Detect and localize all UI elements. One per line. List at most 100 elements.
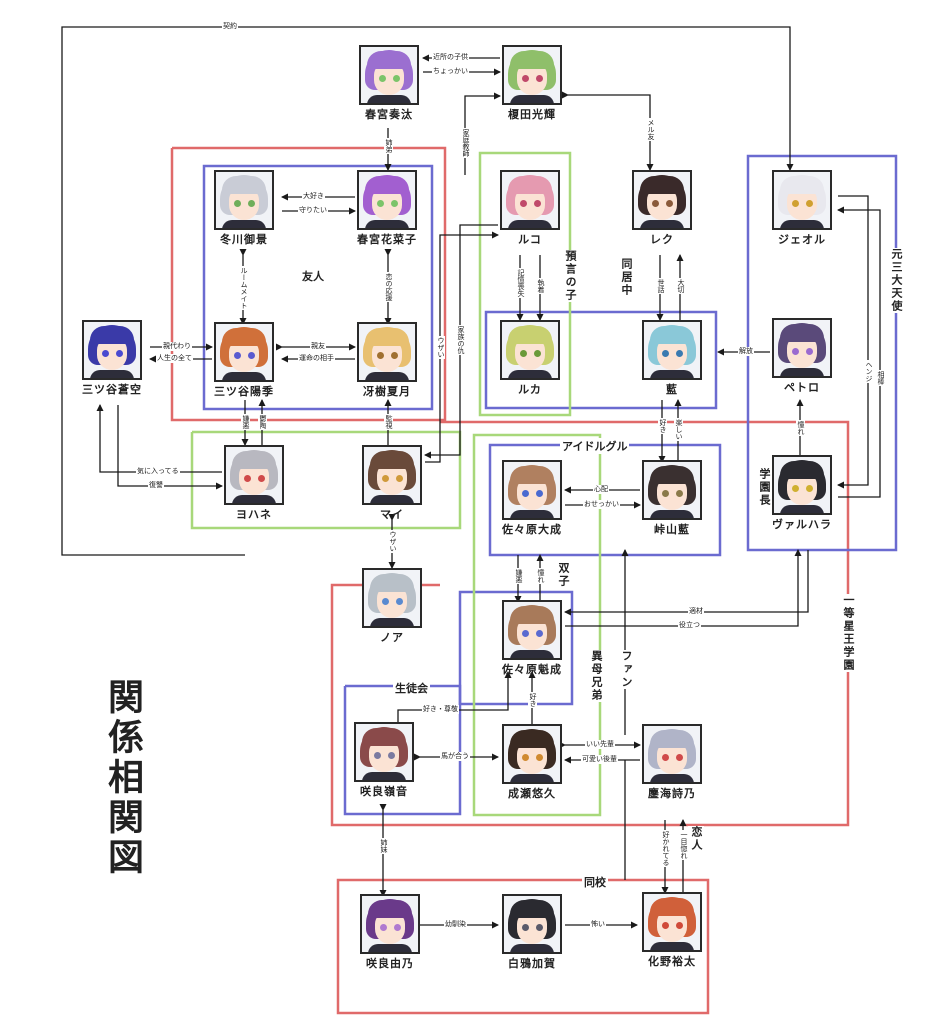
character-portrait — [502, 45, 562, 105]
character-ruka: ルカ — [498, 320, 562, 397]
character-name: ヴァルハラ — [772, 518, 832, 531]
label-kioku: 記憶喪失 — [516, 268, 525, 298]
label-kazoku: 家族の仇 — [456, 325, 465, 355]
group-label-ittou: 一等星王学園 — [840, 594, 856, 672]
character-name: 成瀬悠久 — [508, 787, 556, 800]
label-jinsei: 人生の全て — [156, 354, 193, 363]
character-kaga: 白鴉加賀 — [500, 894, 564, 971]
character-portrait — [362, 445, 422, 505]
character-portrait — [632, 170, 692, 230]
label-yakudatsu: 役立つ — [678, 621, 701, 630]
label-uragiri: ウザい — [436, 336, 445, 359]
label-roommate: ルームメイト — [239, 266, 248, 310]
label-shinpai: 心配 — [593, 485, 609, 494]
character-portrait — [642, 892, 702, 952]
character-portrait — [642, 724, 702, 784]
label-akogare: 憧れ — [796, 420, 805, 436]
character-name: 冴樹夏月 — [363, 385, 411, 398]
edge-mail — [562, 91, 654, 171]
label-kawaii: 可愛い後輩 — [581, 755, 618, 764]
character-portrait — [359, 45, 419, 105]
character-portrait — [214, 170, 274, 230]
character-portrait — [772, 318, 832, 378]
green-frame-halfbrothers — [472, 433, 602, 817]
character-jeol: ジェオル — [770, 170, 834, 247]
label-kinishiteru: 気に入ってる — [136, 467, 180, 476]
edge-souku-yohane-b — [117, 405, 223, 490]
label-kowai: 怖い — [590, 920, 606, 929]
group-label-ibo: 異母兄弟 — [588, 650, 604, 702]
blue-frame-friends — [202, 164, 434, 411]
character-name: ヨハネ — [236, 508, 272, 521]
character-name: 藍 — [666, 383, 678, 396]
label-imouto: 姉弟 — [384, 138, 393, 154]
label-koibito-ai: 好き・尊敬 — [422, 705, 459, 714]
character-portrait — [360, 894, 420, 954]
character-portrait — [502, 460, 562, 520]
edge-jeol-valhalla-a — [837, 195, 869, 489]
label-sousaku: 相棒 — [876, 370, 885, 386]
edge-souku-yohane-a — [96, 404, 222, 473]
group-label-seitokai: 生徒会 — [393, 680, 430, 696]
label-sukiki2: 好き — [528, 692, 537, 708]
character-name: 白鴉加賀 — [508, 957, 556, 970]
character-kanata: 春宮奏汰 — [357, 45, 421, 122]
character-name: 佐々原大成 — [502, 523, 562, 536]
character-portrait — [502, 600, 562, 660]
label-ii-senpai: いい先輩 — [585, 740, 615, 749]
label-mail: メル友 — [646, 118, 655, 141]
group-label-yogen: 預言の子 — [562, 250, 578, 302]
character-portrait — [224, 445, 284, 505]
character-portrait — [354, 722, 414, 782]
character-name: 峠山藍 — [654, 523, 690, 536]
group-label-koibito: 恋人 — [688, 826, 704, 852]
group-label-fan: ファン — [618, 650, 634, 689]
diagram-title: 関係相関図 — [102, 678, 143, 878]
character-portrait — [772, 455, 832, 515]
label-mamoritai: 守りたい — [298, 206, 328, 215]
character-portrait — [502, 724, 562, 784]
character-name: 三ツ谷蒼空 — [82, 383, 142, 396]
character-shino: 鏖海詩乃 — [640, 724, 704, 801]
character-name: 咲良由乃 — [366, 957, 414, 970]
character-natsuki: 冴樹夏月 — [355, 322, 419, 399]
character-portrait — [362, 568, 422, 628]
character-portrait — [82, 320, 142, 380]
character-name: 鏖海詩乃 — [648, 787, 696, 800]
edge-yakudatsu — [565, 549, 802, 627]
character-rek: レク — [630, 170, 694, 247]
character-ran: 峠山藍 — [640, 460, 704, 537]
group-label-motosan: 元三大天使 — [888, 248, 904, 313]
character-yuuta: 化野裕太 — [640, 892, 704, 969]
group-label-gakuenchou: 学園長 — [756, 468, 772, 507]
label-shuuchaku: 執着 — [536, 278, 545, 294]
group-label-yuujin: 友人 — [300, 268, 326, 284]
label-uzai: 鬱陶 — [258, 414, 267, 430]
character-name: 咲良嶺音 — [360, 785, 408, 798]
green-frame-yohane — [190, 430, 462, 530]
label-koi: 恋の応援 — [384, 272, 393, 302]
character-mitsuki: 榎田光輝 — [500, 45, 564, 122]
label-sewa: 世話 — [656, 278, 665, 294]
group-frames — [170, 146, 898, 1015]
character-name: ペトロ — [784, 381, 820, 394]
label-unmei: 運命の相手 — [298, 354, 335, 363]
label-tekizai: 適材 — [688, 607, 704, 616]
edge-tekizai — [564, 550, 809, 616]
label-twins-a: 嫌悪 — [514, 568, 523, 584]
character-haruki: 三ツ谷陽季 — [212, 322, 276, 399]
label-sukiki: 好き — [658, 418, 667, 434]
character-portrait — [500, 320, 560, 380]
character-ruko: ルコ — [498, 170, 562, 247]
label-kigaau: 馬が合う — [440, 752, 470, 761]
character-name: 佐々原魁成 — [502, 663, 562, 676]
label-osekkai: おせっかい — [583, 500, 620, 509]
character-yohane: ヨハネ — [222, 445, 286, 522]
character-kanako: 春宮花菜子 — [355, 170, 419, 247]
label-fukushu: 復讐 — [148, 481, 164, 490]
label-horareteru: 一目惚れ — [679, 830, 688, 860]
character-valhalla: ヴァルハラ — [770, 455, 834, 532]
character-portrait — [772, 170, 832, 230]
character-portrait — [642, 460, 702, 520]
character-name: 春宮花菜子 — [357, 233, 417, 246]
